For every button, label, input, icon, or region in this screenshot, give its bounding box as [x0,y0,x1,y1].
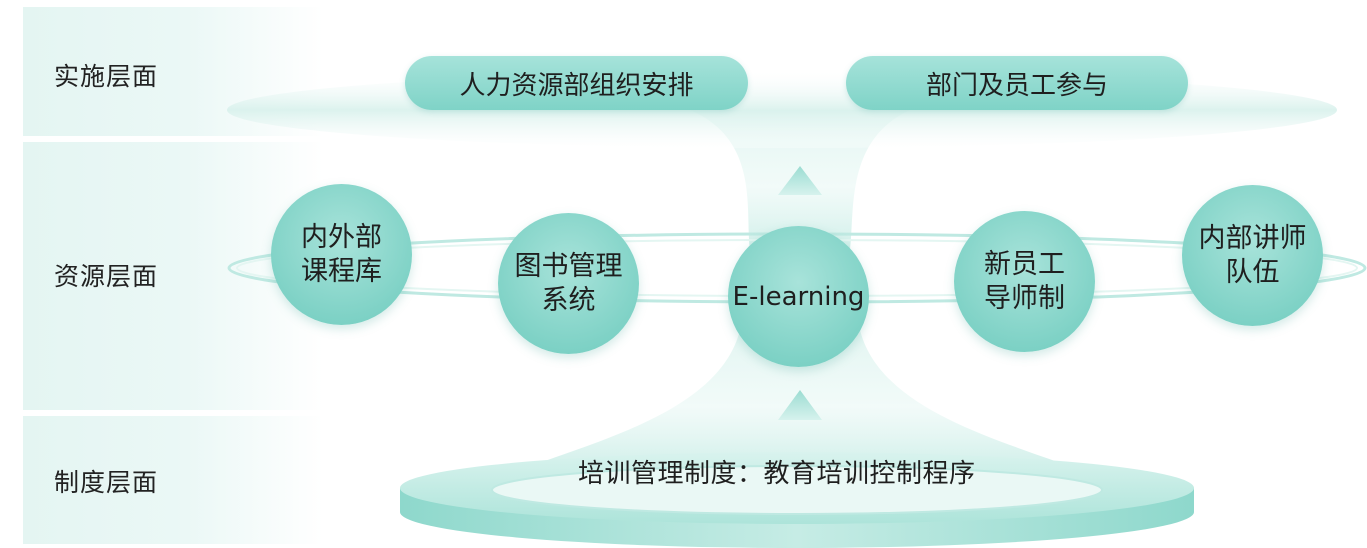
training-policy-label: 培训管理制度：教育培训控制程序 [578,459,976,489]
library-system-node: 图书管理 系统 [498,213,639,354]
level-label-implementation: 实施层面 [54,62,159,91]
dept-participation-pill: 部门及员工参与 [846,56,1188,110]
base-platform-inner [491,465,1103,515]
hr-arrangement-pill: 人力资源部组织安排 [405,56,748,110]
level-label-system: 制度层面 [54,468,159,497]
level-label-resource: 资源层面 [54,262,159,291]
hr-arrangement-label: 人力资源部组织安排 [459,70,694,101]
library-system-label: 图书管理 系统 [514,250,623,316]
level-band-system [23,416,323,544]
elearning-node: E-learning [728,226,869,367]
elearning-label: E-learning [732,281,865,312]
internal-trainers-label: 内部讲师 队伍 [1198,222,1307,288]
course-library-node: 内外部 课程库 [271,184,412,325]
dept-participation-label: 部门及员工参与 [925,70,1108,101]
course-library-label: 内外部 课程库 [301,221,382,287]
level-band-resource [23,142,323,410]
mentor-system-label: 新员工 导师制 [984,248,1065,314]
internal-trainers-node: 内部讲师 队伍 [1182,185,1323,326]
arrow-up-lower [778,390,822,420]
mentor-system-node: 新员工 导师制 [954,211,1095,352]
arrow-up-upper [778,166,822,195]
